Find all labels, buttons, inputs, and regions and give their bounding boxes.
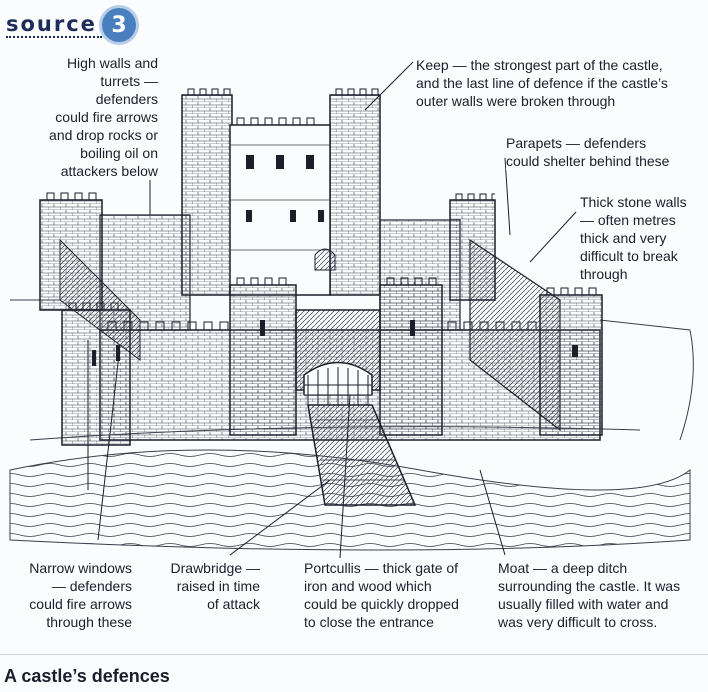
front-right-turret	[539, 287, 603, 436]
label-parapets: Parapets — defenders could shelter behin…	[506, 134, 704, 170]
label-high-walls: High walls and turrets — defenders could…	[40, 54, 158, 180]
leader-lines	[87, 61, 577, 559]
figure-caption: A castle’s defences	[4, 666, 170, 686]
right-rear-turret	[449, 193, 496, 301]
label-portcullis: Portcullis — thick gate of iron and wood…	[304, 559, 482, 631]
left-rear-turret	[39, 192, 103, 311]
caption-divider	[0, 654, 708, 655]
gatehouse	[229, 277, 443, 436]
label-drawbridge: Drawbridge — raised in time of attack	[150, 559, 260, 613]
drawbridge	[307, 404, 417, 506]
label-moat: Moat — a deep ditch surrounding the cast…	[498, 559, 704, 631]
portcullis-grid	[304, 367, 372, 405]
label-narrow-windows: Narrow windows — defenders could fire ar…	[8, 559, 132, 631]
source-number-badge: 3	[102, 8, 136, 42]
label-thick-stone-walls: Thick stone walls — often metres thick a…	[580, 193, 704, 283]
source-underline	[6, 36, 102, 38]
keep	[181, 88, 381, 296]
source-heading: source	[6, 12, 97, 36]
front-left-turret	[61, 302, 131, 446]
label-keep: Keep — the strongest part of the castle,…	[416, 56, 704, 110]
